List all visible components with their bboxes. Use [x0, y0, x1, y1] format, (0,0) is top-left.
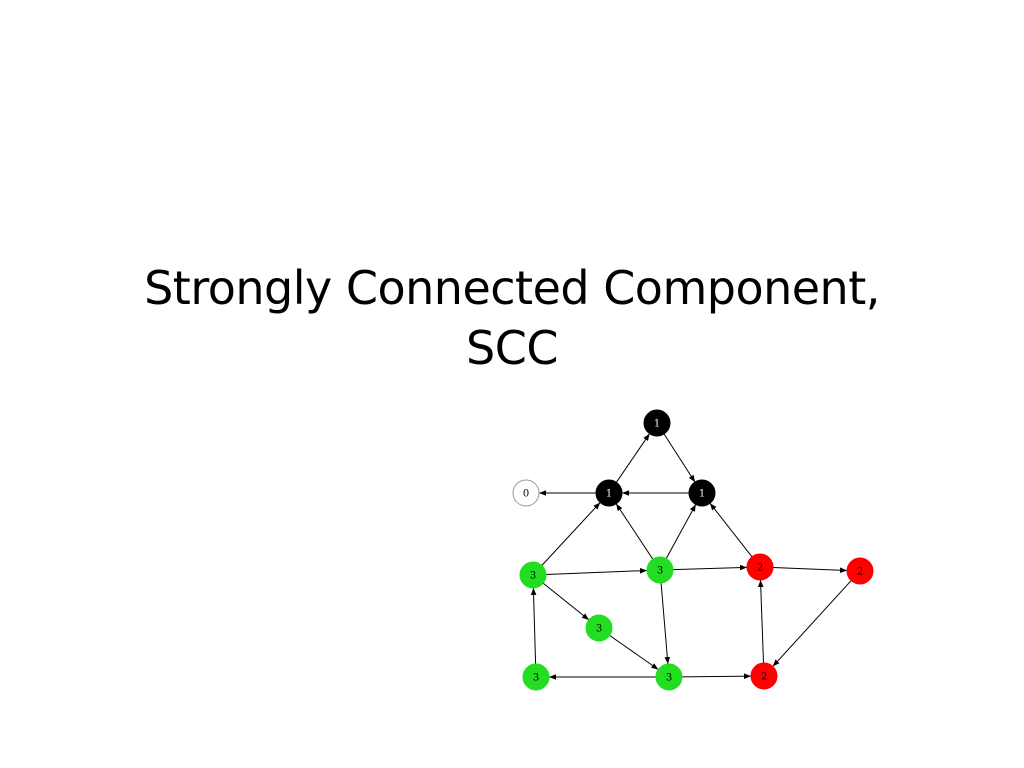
graph-node-i: 3	[585, 614, 613, 642]
graph-node-d: 1	[688, 479, 716, 507]
edge-g-to-h	[772, 567, 848, 574]
graph-node-circle	[688, 479, 716, 507]
edge-layer	[530, 433, 852, 680]
graph-node-label: 0	[523, 489, 529, 500]
edge-e-to-i	[542, 582, 590, 621]
edge-f-to-k	[660, 582, 671, 665]
edge-g-to-d	[709, 502, 753, 558]
graph-node-label: 1	[699, 489, 705, 500]
edge-e-to-c	[541, 502, 601, 566]
graph-node-l: 2	[750, 662, 778, 690]
slide-title: Strongly Connected Component, SCC	[0, 258, 1024, 378]
graph-node-label: 1	[606, 489, 612, 500]
node-layer: 1 0 1 1 3 3 2 2 3 3 3 2	[512, 409, 874, 691]
edge-f-to-d	[665, 504, 697, 559]
edge-c-to-a	[615, 433, 651, 483]
graph-node-j: 3	[522, 663, 550, 691]
graph-node-circle	[643, 409, 671, 437]
graph-node-b: 0	[512, 479, 540, 507]
graph-node-e: 3	[519, 561, 547, 589]
graph-node-circle	[595, 479, 623, 507]
edge-f-to-g	[672, 564, 748, 571]
graph-node-circle	[655, 663, 683, 691]
slide-title-line-2: SCC	[466, 321, 558, 375]
edge-k-to-l	[681, 673, 752, 679]
graph-node-label: 2	[857, 567, 863, 578]
edge-i-to-k	[609, 635, 659, 670]
graph-node-circle	[519, 561, 547, 589]
graph-node-circle	[522, 663, 550, 691]
graph-node-label: 2	[761, 672, 767, 683]
graph-node-circle	[746, 553, 774, 581]
graph-node-f: 3	[646, 556, 674, 584]
graph-node-circle	[846, 557, 874, 585]
edge-e-to-f	[545, 567, 648, 575]
edge-j-to-e	[530, 587, 537, 665]
graph-node-c: 1	[595, 479, 623, 507]
graph-node-circle	[512, 479, 540, 507]
graph-node-label: 3	[533, 673, 539, 684]
graph-node-k: 3	[655, 663, 683, 691]
graph-node-label: 3	[666, 673, 672, 684]
graph-node-a: 1	[643, 409, 671, 437]
graph-node-label: 2	[757, 563, 763, 574]
graph-node-circle	[750, 662, 778, 690]
graph-node-circle	[646, 556, 674, 584]
edge-l-to-g	[757, 579, 764, 664]
edge-f-to-c	[615, 503, 654, 560]
graph-node-label: 3	[530, 571, 536, 582]
edge-a-to-d	[663, 433, 696, 483]
graph-node-label: 1	[654, 419, 660, 430]
slide-title-line-1: Strongly Connected Component,	[144, 261, 880, 315]
graph-node-g: 2	[746, 553, 774, 581]
graph-node-label: 3	[596, 624, 602, 635]
graph-node-circle	[585, 614, 613, 642]
graph-node-h: 2	[846, 557, 874, 585]
graph-node-label: 3	[657, 566, 663, 577]
edge-h-to-l	[772, 580, 852, 667]
